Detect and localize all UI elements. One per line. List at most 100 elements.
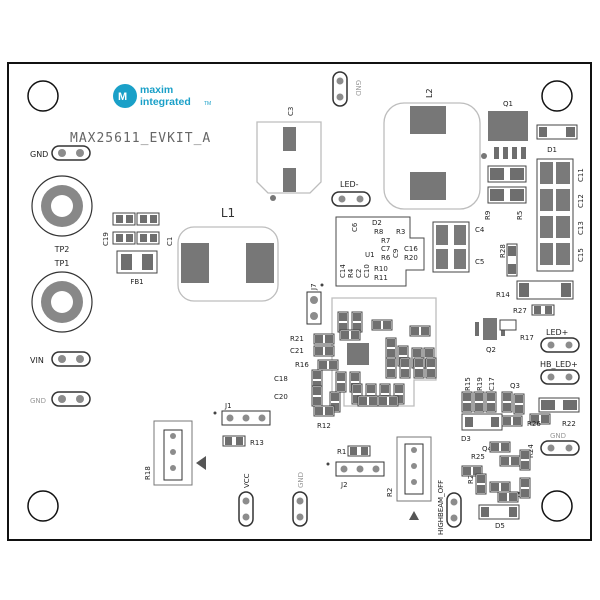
center-components: R21 C21 R16 C18 C20 R12 bbox=[274, 297, 437, 430]
svg-text:R23: R23 bbox=[467, 470, 475, 484]
svg-text:R14: R14 bbox=[496, 291, 510, 299]
svg-text:Q3: Q3 bbox=[510, 382, 520, 390]
svg-text:R15: R15 bbox=[464, 377, 472, 391]
svg-text:R25: R25 bbox=[471, 453, 485, 461]
inductor-l1: L1 bbox=[177, 206, 279, 302]
svg-text:GND: GND bbox=[550, 432, 566, 440]
svg-text:GND: GND bbox=[30, 397, 46, 405]
svg-text:D2: D2 bbox=[372, 219, 382, 227]
svg-text:L2: L2 bbox=[425, 88, 434, 98]
svg-text:D1: D1 bbox=[547, 146, 557, 154]
resistors-r9-r5: R9 R5 bbox=[484, 165, 527, 220]
svg-text:R5: R5 bbox=[516, 211, 524, 220]
svg-text:R11: R11 bbox=[374, 274, 388, 282]
svg-text:L1: L1 bbox=[221, 206, 235, 220]
maxim-logo-icon bbox=[113, 84, 137, 108]
svg-text:GND: GND bbox=[354, 80, 362, 96]
svg-text:R21: R21 bbox=[290, 335, 304, 343]
connector-j1: J1 R13 R18 bbox=[144, 402, 271, 486]
transistor-q1: Q1 bbox=[481, 100, 528, 159]
svg-text:U1: U1 bbox=[365, 251, 375, 259]
svg-text:FB1: FB1 bbox=[130, 278, 143, 286]
svg-text:J7: J7 bbox=[310, 283, 318, 291]
svg-text:C4: C4 bbox=[475, 226, 485, 234]
led-minus-terminal: LED- bbox=[331, 180, 371, 207]
input-filter: C19 C1 FB1 bbox=[102, 212, 174, 286]
svg-text:C9: C9 bbox=[392, 249, 400, 258]
gnd-top-terminal: GND bbox=[332, 71, 362, 107]
vcc-gnd-terminals: VCC GND bbox=[238, 472, 308, 527]
svg-text:LED+: LED+ bbox=[546, 328, 568, 337]
svg-text:R28: R28 bbox=[499, 244, 507, 258]
logo-tm: TM bbox=[204, 101, 211, 107]
highbeam-off-switch: R2 HIGHBEAM_OFF bbox=[386, 436, 462, 535]
svg-text:R9: R9 bbox=[484, 211, 492, 220]
svg-text:D3: D3 bbox=[461, 435, 471, 443]
connector-j2: R1 J2 bbox=[326, 445, 385, 489]
logo-line2: integrated bbox=[140, 96, 191, 108]
svg-text:R24: R24 bbox=[527, 444, 535, 458]
capacitors-c4-c5: C4 C5 bbox=[432, 221, 485, 273]
svg-text:C17: C17 bbox=[488, 377, 496, 391]
svg-text:R17: R17 bbox=[520, 334, 534, 342]
svg-text:TP2: TP2 bbox=[54, 245, 70, 254]
resistors-r28-r14: R28 R14 bbox=[496, 243, 574, 300]
controller-area-u1: C6 D2 R8 R3 R7 C7 C16 U1 C9 R6 R20 C14 R… bbox=[335, 216, 425, 287]
svg-text:GND: GND bbox=[297, 472, 305, 488]
maxim-logo: M maxim integrated TM bbox=[113, 84, 211, 108]
jumper-j7: J7 bbox=[306, 283, 324, 325]
svg-text:J2: J2 bbox=[340, 481, 348, 489]
led-plus-section: R27 R17 Q2 LED+ HB_LED+ bbox=[475, 304, 580, 385]
board-outline bbox=[7, 62, 592, 541]
test-points-left: GND TP2 TP1 VIN GND bbox=[30, 145, 93, 407]
hb-driver-section: R15 R19 C17 Q3 D3 R26 R22 bbox=[461, 377, 580, 443]
svg-text:C6: C6 bbox=[351, 222, 359, 232]
svg-text:C2: C2 bbox=[355, 269, 363, 278]
svg-text:C13: C13 bbox=[577, 221, 585, 235]
svg-text:C20: C20 bbox=[274, 393, 288, 401]
svg-text:C21: C21 bbox=[290, 347, 304, 355]
svg-text:VCC: VCC bbox=[243, 473, 251, 488]
svg-text:C5: C5 bbox=[475, 258, 484, 266]
svg-text:R10: R10 bbox=[374, 265, 388, 273]
mounting-holes bbox=[27, 80, 573, 522]
svg-text:C18: C18 bbox=[274, 375, 288, 383]
svg-text:R6: R6 bbox=[381, 254, 391, 262]
inductor-l2: L2 bbox=[383, 88, 481, 210]
svg-text:D5: D5 bbox=[495, 522, 505, 530]
svg-text:R7: R7 bbox=[381, 237, 390, 245]
svg-text:LED-: LED- bbox=[340, 180, 359, 189]
output-capacitors: C11 C12 C13 C15 bbox=[536, 158, 585, 272]
svg-text:C7: C7 bbox=[381, 245, 390, 253]
svg-text:R8: R8 bbox=[374, 228, 383, 236]
svg-text:R27: R27 bbox=[513, 307, 527, 315]
svg-text:R1: R1 bbox=[337, 448, 346, 456]
svg-text:R12: R12 bbox=[317, 422, 331, 430]
highbeam-section: GND Q4 R25 R24 R23 Q5 D5 bbox=[461, 432, 580, 530]
svg-text:C19: C19 bbox=[102, 232, 110, 246]
svg-text:C10: C10 bbox=[363, 264, 371, 278]
svg-text:R26: R26 bbox=[527, 420, 541, 428]
svg-text:C14: C14 bbox=[339, 264, 347, 278]
capacitor-c3: C3 bbox=[256, 107, 322, 201]
svg-text:C16: C16 bbox=[404, 245, 418, 253]
svg-text:R4: R4 bbox=[347, 268, 355, 278]
svg-text:R19: R19 bbox=[476, 377, 484, 391]
svg-text:Q1: Q1 bbox=[503, 100, 513, 108]
diode-d1: D1 bbox=[536, 124, 578, 154]
svg-text:TP1: TP1 bbox=[54, 259, 70, 268]
svg-text:R16: R16 bbox=[295, 361, 309, 369]
svg-text:R18: R18 bbox=[144, 466, 152, 480]
svg-text:Q4: Q4 bbox=[482, 445, 493, 453]
svg-text:C15: C15 bbox=[577, 248, 585, 262]
svg-text:R2: R2 bbox=[386, 488, 394, 497]
svg-text:HB_LED+: HB_LED+ bbox=[540, 360, 578, 369]
svg-text:M: M bbox=[118, 91, 127, 103]
svg-text:Q2: Q2 bbox=[486, 346, 496, 354]
svg-text:R3: R3 bbox=[396, 228, 405, 236]
svg-text:C3: C3 bbox=[287, 107, 295, 116]
svg-text:VIN: VIN bbox=[30, 356, 44, 365]
svg-text:HIGHBEAM_OFF: HIGHBEAM_OFF bbox=[437, 480, 445, 535]
svg-text:C11: C11 bbox=[577, 168, 585, 182]
